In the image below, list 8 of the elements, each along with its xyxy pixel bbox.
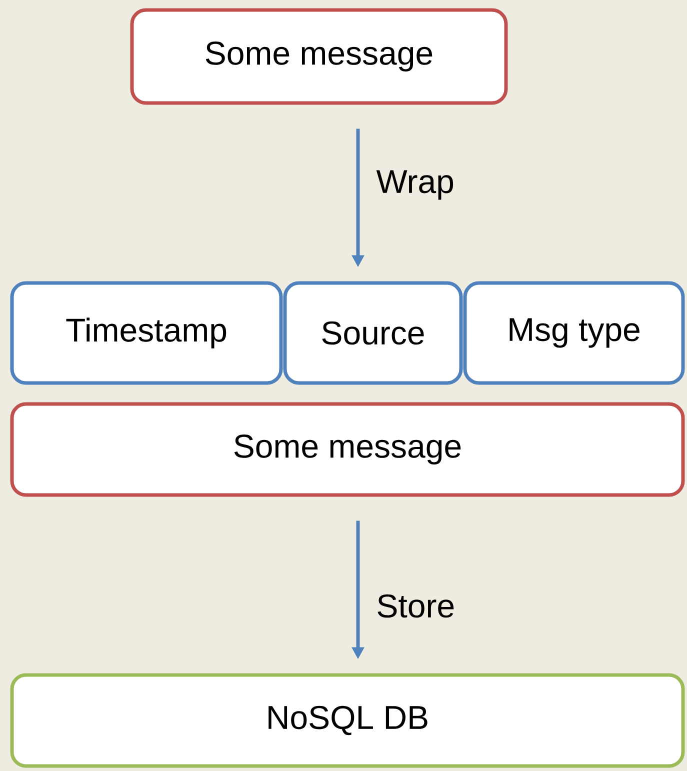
text-box: Source (283, 281, 463, 385)
text-box: Msg type (463, 281, 685, 385)
edge-label: Wrap (374, 168, 456, 202)
text-box: Some message (10, 402, 685, 497)
text-box: Timestamp (10, 281, 283, 385)
text-box: NoSQL DB (10, 673, 685, 768)
text-box: Some message (130, 8, 508, 105)
edge-label: Store (374, 592, 458, 620)
